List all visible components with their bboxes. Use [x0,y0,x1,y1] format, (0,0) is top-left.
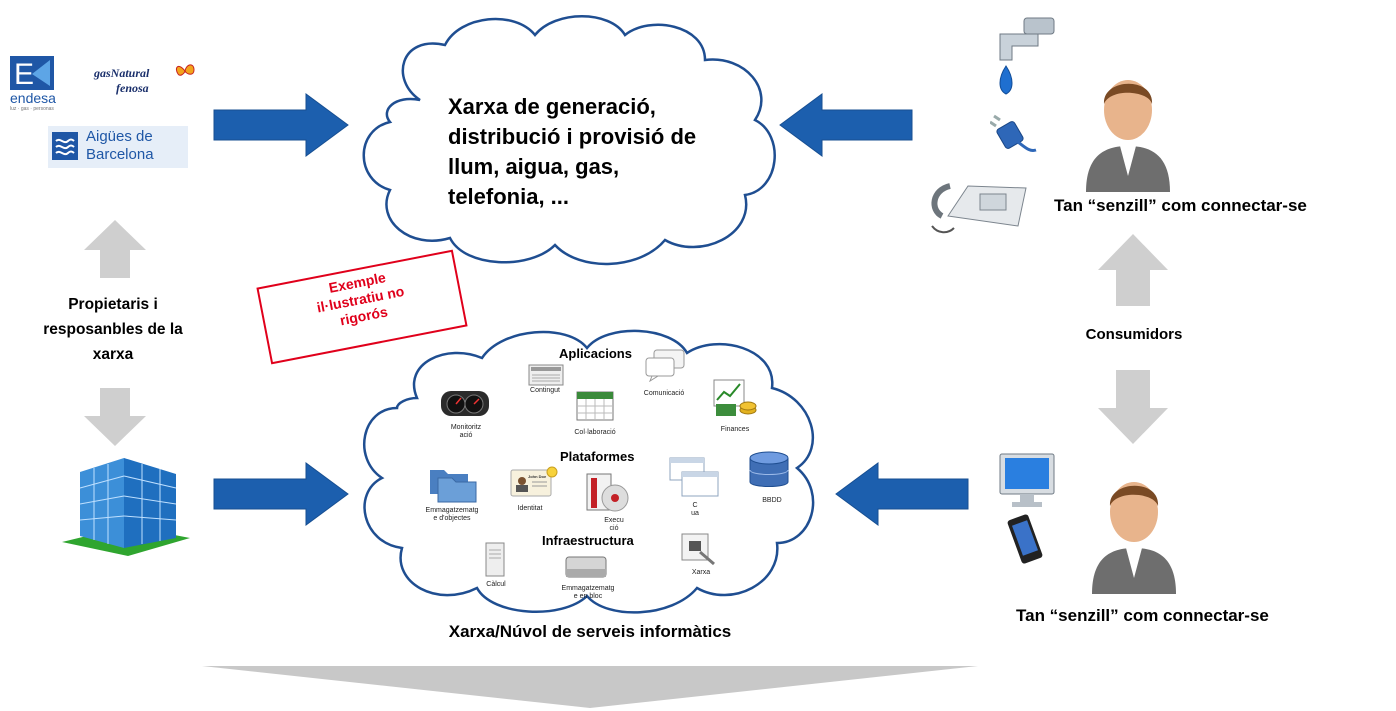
arrow-left-top [779,93,913,157]
gray-arrow-down-left [84,388,146,446]
identity-label: Identitat [517,505,543,512]
water-waves-icon [52,132,78,160]
owners-line: xarxa [92,346,134,363]
network-label: Xarxa [691,569,711,576]
consumers-label: Consumidors [1085,326,1183,343]
calendar-icon [576,391,614,421]
computer-monitor-icon [999,453,1055,507]
gas-natural-word: gasNatural [94,66,150,80]
top-cloud-line: telefonia, ... [448,184,570,209]
gray-arrow-down-right [1098,370,1168,444]
chat-icon [645,349,685,382]
owners-line: Propietaris i [68,296,158,313]
gauge-icon [441,391,489,416]
telephone-icon [931,183,1027,234]
apps-header: Aplicacions [559,346,632,361]
top-cloud-line: Xarxa de generació, [448,94,656,119]
gray-arrow-up-left [84,220,146,278]
top-cloud-line: llum, aigua, gas, [448,154,620,179]
endesa-mark-icon: E [10,56,54,90]
aigues-text: Aigües de Barcelona [86,128,154,164]
endesa-tagline: luz · gas · personas [10,106,54,112]
queue-label: C ua [691,502,699,518]
top-cloud-text: Xarxa de generació, distribució i provis… [448,92,768,212]
endesa-logo: E endesa luz · gas · personas [10,56,88,122]
gas-natural-logo: gasNatural fenosa [94,64,204,110]
building-icon [62,458,190,556]
folder-icon [430,470,477,503]
svg-text:E: E [14,58,34,90]
water-tap-icon [999,17,1055,95]
object-storage-label: Emmagatzematg e d'objectes [425,507,479,523]
fenosa-word: fenosa [116,81,149,95]
id-card-icon [510,466,558,497]
arrow-left-bottom [835,462,969,526]
monitoring-label: Monitoritz ació [450,424,482,440]
top-cloud-line: distribució i provisió de [448,124,697,149]
block-storage-label: Emmagatzematg e en bloc [561,585,615,601]
aigues-line: Aigües de [86,128,153,145]
butterfly-icon [175,64,195,76]
execution-icon [586,473,629,512]
bottom-cloud-caption: Xarxa/Núvol de serveis informàtics [448,622,732,641]
endesa-word: endesa [10,90,56,106]
compute-label: Càlcul [486,581,506,588]
platforms-header: Plataformes [560,449,635,464]
user-avatar-icon [1092,482,1176,594]
top-cloud-shape [362,15,776,266]
aigues-logo: Aigües de Barcelona [48,126,188,168]
infra-header: Infraestructura [542,533,634,548]
id-card-name: John Doe [528,474,547,479]
consumer-bottom-label: Tan “senzill” com connectar-se [1016,606,1269,625]
network-icon [681,533,715,566]
newspaper-icon [528,364,564,386]
finance-icon [713,379,757,416]
comms-label: Comunicació [643,390,685,397]
collab-label: Col·laboració [574,429,616,436]
owners-line: resposanbles de la [43,321,183,338]
database-icon [749,451,789,487]
server-icon [485,542,505,577]
arrow-right-top [213,93,349,157]
queue-icon [669,457,719,497]
smartphone-icon [1007,514,1043,564]
user-avatar-icon [1086,80,1170,192]
gray-arrow-up-right [1098,234,1168,306]
execution-label: Execu ció [604,517,624,533]
gray-arrow-bottom [202,666,978,708]
arrow-right-bottom [213,462,349,526]
bbdd-label: BBDD [762,497,782,504]
consumer-top-label: Tan “senzill” com connectar-se [1054,196,1307,215]
finance-label: Finances [720,426,750,433]
aigues-line: Barcelona [86,146,154,163]
content-label: Contingut [530,387,560,394]
power-plug-icon [990,114,1037,152]
hard-drive-icon [565,556,607,578]
owners-label: Propietaris i resposanbles de la xarxa [8,292,218,367]
